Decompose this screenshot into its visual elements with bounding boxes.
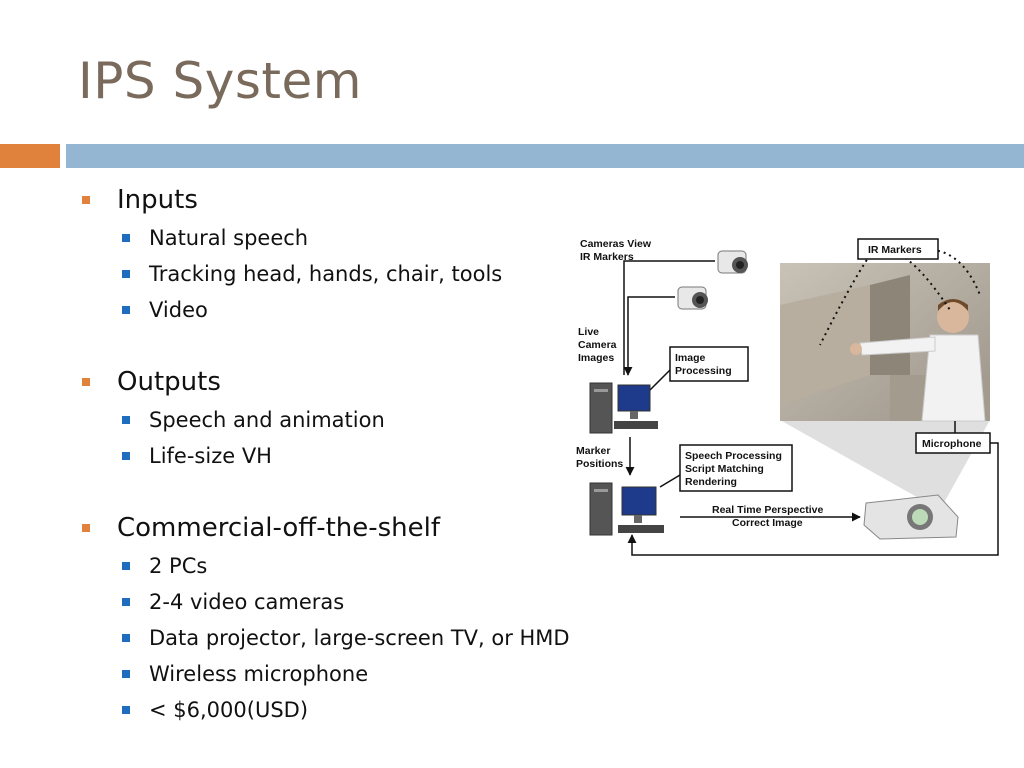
bullet-square-icon bbox=[82, 196, 90, 204]
list-item: 2 PCs bbox=[149, 554, 208, 578]
bullet-square-icon bbox=[122, 598, 130, 606]
speech-processing-label: Rendering bbox=[685, 476, 737, 488]
projector-icon bbox=[863, 494, 959, 540]
microphone-return-line bbox=[627, 442, 999, 556]
bullet-square-icon bbox=[82, 378, 90, 386]
list-item: Life-size VH bbox=[149, 444, 272, 468]
bullet-square-icon bbox=[122, 234, 130, 242]
section-cots: Commercial-off-the-shelf 2 PCs 2-4 video… bbox=[80, 508, 620, 728]
user-photo bbox=[780, 263, 990, 422]
speech-processing-label: Script Matching bbox=[685, 463, 764, 475]
image-processing-label: Processing bbox=[675, 365, 732, 377]
bullet-square-icon bbox=[122, 562, 130, 570]
real-time-label: Correct Image bbox=[732, 517, 803, 529]
computer-icon bbox=[589, 382, 658, 434]
bullet-square-icon bbox=[82, 524, 90, 532]
list-item: < $6,000(USD) bbox=[149, 698, 309, 722]
section-outputs: Outputs Speech and animation Life-size V… bbox=[80, 362, 620, 474]
speech-processing-label: Speech Processing bbox=[685, 450, 782, 462]
video-camera-icon bbox=[717, 250, 748, 274]
bullet-square-icon bbox=[122, 670, 130, 678]
list-item: Wireless microphone bbox=[149, 662, 369, 686]
title-accent-blue bbox=[66, 144, 1024, 168]
computer-icon bbox=[589, 482, 664, 536]
marker-positions-label: Positions bbox=[576, 458, 623, 470]
ips-system-diagram: IR Markers Microphone Cameras View IR Ma… bbox=[576, 238, 999, 556]
section-inputs: Inputs Natural speech Tracking head, han… bbox=[80, 180, 620, 328]
section-heading: Outputs bbox=[117, 367, 221, 397]
bullet-square-icon bbox=[122, 416, 130, 424]
live-camera-label: Images bbox=[578, 352, 614, 364]
section-heading: Commercial-off-the-shelf bbox=[117, 513, 441, 543]
ir-markers-label: IR Markers bbox=[868, 244, 922, 256]
real-time-label: Real Time Perspective bbox=[712, 504, 823, 516]
video-camera-icon bbox=[677, 286, 708, 310]
section-heading: Inputs bbox=[117, 185, 198, 215]
list-item: Tracking head, hands, chair, tools bbox=[149, 262, 503, 286]
bullet-list: Inputs Natural speech Tracking head, han… bbox=[80, 180, 620, 746]
bullet-square-icon bbox=[122, 306, 130, 314]
marker-positions-label: Marker bbox=[576, 445, 610, 457]
bullet-square-icon bbox=[122, 634, 130, 642]
live-camera-label: Camera bbox=[578, 339, 617, 351]
image-processing-label: Image bbox=[675, 352, 706, 364]
list-item: Video bbox=[149, 298, 208, 322]
microphone-label: Microphone bbox=[922, 438, 982, 450]
bullet-square-icon bbox=[122, 270, 130, 278]
list-item: 2-4 video cameras bbox=[149, 590, 345, 614]
list-item: Natural speech bbox=[149, 226, 309, 250]
list-item: Data projector, large-screen TV, or HMD bbox=[149, 626, 570, 650]
ir-marker-path bbox=[819, 254, 871, 346]
list-item: Speech and animation bbox=[149, 408, 385, 432]
live-camera-label: Live bbox=[578, 326, 599, 338]
slide-title: IPS System bbox=[78, 52, 362, 110]
cameras-view-label: Cameras View bbox=[580, 238, 652, 250]
bullet-square-icon bbox=[122, 452, 130, 460]
title-accent-orange bbox=[0, 144, 60, 168]
bullet-square-icon bbox=[122, 706, 130, 714]
cameras-view-label: IR Markers bbox=[580, 251, 634, 263]
